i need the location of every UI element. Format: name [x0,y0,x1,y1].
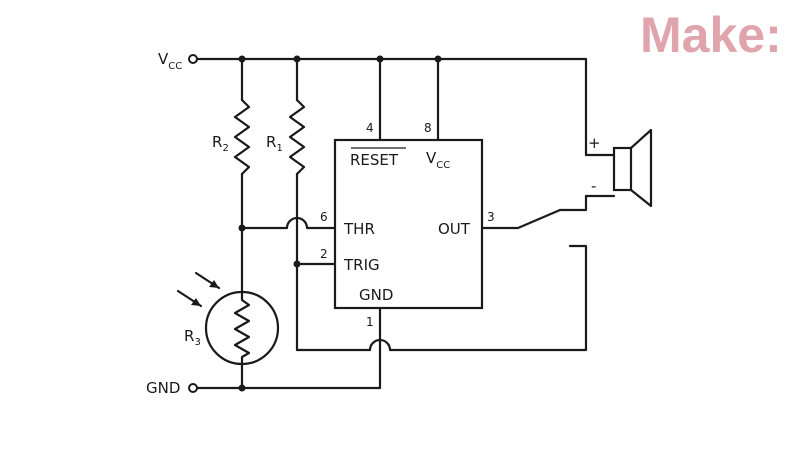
timer-chip [333,138,484,310]
photoresistor-r3 [176,271,280,390]
chip-thr-label: THR [343,220,375,238]
chip-vcc-label: VCC [426,149,450,171]
chip-trig-label: TRIG [343,256,380,274]
vcc-junctions [238,55,442,63]
gnd-label: GND [146,379,180,397]
gnd-rail [195,306,382,392]
speaker-icon [584,128,653,208]
gnd-terminal [188,383,198,393]
chip-gnd-label: GND [359,286,393,304]
vcc-rail [195,57,588,157]
chip-out-label: OUT [438,220,471,238]
resistor-r2 [233,98,251,176]
make-logo: Make: [640,7,782,63]
chip-reset-label: RESET [350,151,399,169]
pin-2-label: 2 [320,247,328,261]
speaker-plus-label: + [588,134,601,152]
pin-8-label: 8 [424,121,432,135]
pin-6-label: 6 [320,210,328,224]
pin-4-label: 4 [366,121,374,135]
vcc-label: VCC [158,50,182,72]
r1-label: R1 [266,133,283,154]
r2-label: R2 [212,133,229,154]
vcc-terminal [188,54,198,64]
pin-1-label: 1 [366,315,374,329]
pin-3-label: 3 [487,210,495,224]
output-switch [480,194,588,230]
speaker-minus-label: - [591,177,596,195]
r3-label: R3 [184,327,201,348]
threshold-net [238,172,337,294]
resistor-r1 [288,98,306,176]
trigger-net [293,172,588,352]
